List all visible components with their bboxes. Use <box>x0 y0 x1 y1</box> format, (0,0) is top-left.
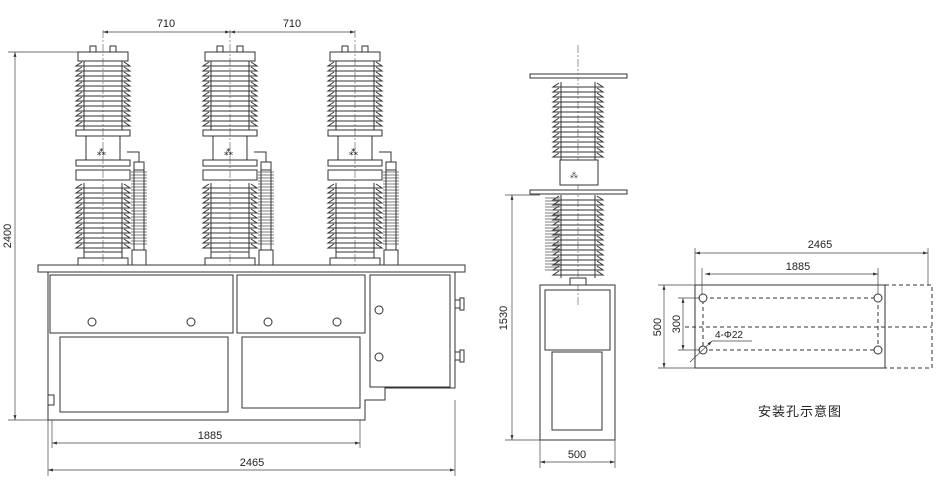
plan-caption: 安装孔示意图 <box>758 404 842 420</box>
lower-middle-panel <box>241 336 361 409</box>
dim-710-left: 710 <box>157 18 175 30</box>
lower-left-panel <box>59 336 229 413</box>
upper-middle-panel <box>236 274 366 334</box>
hole-spec: 4-Φ22 <box>715 330 743 341</box>
plan-dim-300: 300 <box>671 315 683 333</box>
dim-710-right: 710 <box>283 18 301 30</box>
plan-dim-1885: 1885 <box>786 261 810 273</box>
svg-text:⁂: ⁂ <box>570 171 578 180</box>
pole-insulator: ⁂ <box>74 30 147 266</box>
dim-2400: 2400 <box>2 224 14 248</box>
cabinet <box>37 264 466 421</box>
dim-500-side: 500 <box>568 449 586 461</box>
dim-2465: 2465 <box>240 457 264 469</box>
mount-hole <box>873 293 883 303</box>
upper-left-panel <box>49 274 234 334</box>
front-dimensions: 710 710 2400 1885 2465 <box>2 18 456 476</box>
mount-hole <box>873 345 883 355</box>
mount-hole <box>698 293 708 303</box>
dim-1530: 1530 <box>498 306 510 330</box>
plan-dim-500: 500 <box>652 318 664 336</box>
front-view: ⁂ ⁂ ⁂ 710 710 2400 <box>2 18 466 476</box>
pole-insulator: ⁂ <box>201 30 274 266</box>
side-view: ⁂ 1530 500 <box>498 45 628 468</box>
plan-dim-2465: 2465 <box>808 239 832 251</box>
right-cabinet-door <box>369 274 451 388</box>
svg-text:⁂: ⁂ <box>97 147 106 157</box>
pole-insulator: ⁂ <box>326 30 399 266</box>
svg-text:⁂: ⁂ <box>224 147 233 157</box>
svg-text:⁂: ⁂ <box>349 147 358 157</box>
mounting-hole-plan: 2465 1885 500 300 4-Φ22 安装孔示意图 <box>652 239 933 420</box>
side-cabinet <box>539 284 616 441</box>
pole-group: ⁂ ⁂ ⁂ <box>74 30 399 266</box>
dim-1885: 1885 <box>198 430 222 442</box>
